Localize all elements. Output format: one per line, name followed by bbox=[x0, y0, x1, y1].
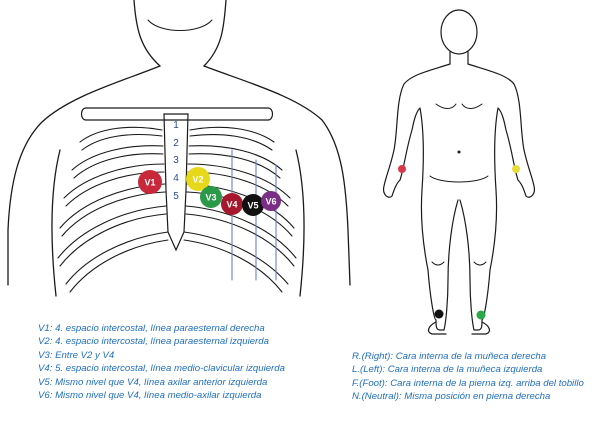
legend-line-left: L.(Left): Cara interna de la muñeca izqu… bbox=[352, 363, 584, 376]
chest-electrode-legend: V1: 4. espacio intercostal, línea paraes… bbox=[38, 322, 285, 402]
legend-line-v6: V6: Mismo nivel que V4, línea medio-axil… bbox=[38, 389, 285, 402]
rib-number-5: 5 bbox=[173, 191, 179, 202]
legend-line-foot: F.(Foot): Cara interna de la pierna izq.… bbox=[352, 377, 584, 390]
electrode-label: V4 bbox=[226, 200, 237, 210]
electrode-v3: V3 bbox=[200, 186, 222, 208]
electrode-v5: V5 bbox=[242, 194, 264, 216]
rib-number-3: 3 bbox=[173, 155, 179, 166]
limb-electrode-r bbox=[398, 165, 406, 173]
electrode-v4: V4 bbox=[221, 193, 243, 215]
electrode-v6: V6 bbox=[261, 191, 281, 211]
limb-electrode-l bbox=[512, 165, 520, 173]
rib-number-1: 1 bbox=[173, 120, 179, 131]
electrode-label: V1 bbox=[144, 178, 155, 188]
limb-electrode-legend: R.(Right): Cara interna de la muñeca der… bbox=[352, 350, 584, 404]
electrode-label: V3 bbox=[205, 193, 216, 203]
legend-line-v5: V5: Mismo nivel que V4, línea axilar ant… bbox=[38, 376, 285, 389]
legend-line-neutral: N.(Neutral): Misma posición en pierna de… bbox=[352, 390, 584, 403]
electrode-v1: V1 bbox=[138, 170, 162, 194]
rib-number-4: 4 bbox=[173, 173, 179, 184]
legend-line-v2: V2: 4. espacio intercostal, línea paraes… bbox=[38, 335, 285, 348]
legend-line-right: R.(Right): Cara interna de la muñeca der… bbox=[352, 350, 584, 363]
rib-number-2: 2 bbox=[173, 138, 179, 149]
limb-electrode-f bbox=[477, 311, 486, 320]
limb-electrode-n bbox=[435, 310, 444, 319]
electrode-label: V2 bbox=[192, 175, 203, 185]
legend-line-v4: V4: 5. espacio intercostal, línea medio-… bbox=[38, 362, 285, 375]
electrode-label: V5 bbox=[247, 201, 258, 211]
legend-line-v3: V3: Entre V2 y V4 bbox=[38, 349, 285, 362]
electrode-label: V6 bbox=[265, 197, 276, 207]
legend-line-v1: V1: 4. espacio intercostal, línea paraes… bbox=[38, 322, 285, 335]
